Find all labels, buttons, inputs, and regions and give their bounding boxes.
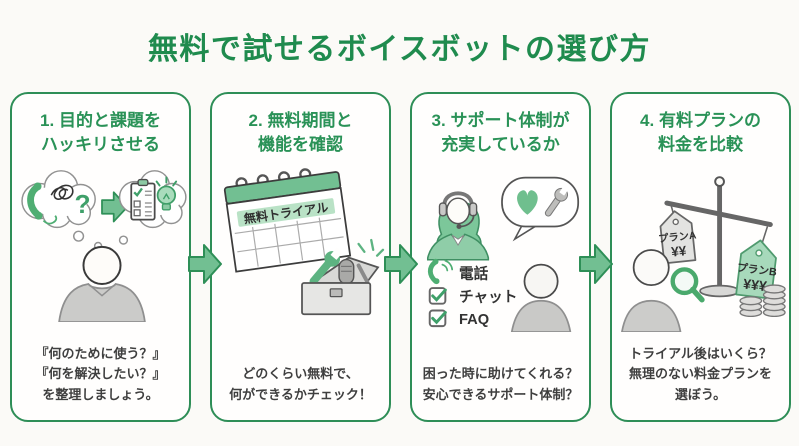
question-mark: ? [74, 189, 90, 219]
step-3-heading-line1: 3. サポート体制が [431, 111, 570, 130]
caption-line: 何ができるかチェック！ [229, 387, 372, 403]
flow-arrow-icon-3 [578, 244, 613, 284]
person-figure [621, 249, 682, 332]
step-2-heading-line1: 2. 無料期間と [248, 111, 353, 130]
clipboard-icon [130, 178, 156, 221]
step-4-heading: 4. 有料プランの 料金を比較 [612, 109, 789, 157]
lightbulb-icon [155, 176, 178, 211]
support-agent-figure [426, 191, 490, 261]
flow-arrow-icon-2 [383, 244, 418, 284]
calendar-icon: 無料トライアル [223, 168, 352, 273]
step-1-heading-line2: ハッキリさせる [41, 134, 160, 154]
thought-trail-dot [118, 235, 129, 245]
channel-label-phone: 電話 [459, 264, 489, 282]
customer-figure [510, 263, 572, 332]
support-illustration: 電話 チャット FAQ [426, 176, 580, 332]
step-panel-2: 2. 無料期間と 機能を確認 無料トライアル [210, 92, 391, 422]
thought-trail-dot [72, 230, 85, 242]
steps-row: 1. 目的と課題を ハッキリさせる [10, 92, 791, 428]
small-arrow-icon [101, 191, 129, 223]
caption-line: 困った時に助けてくれる？ [422, 366, 579, 382]
phone-icon [427, 258, 454, 285]
step-2-heading-line2: 機能を確認 [258, 134, 343, 154]
thought-bubble-solution [118, 170, 187, 229]
price-tag-a: プランA ¥¥ [658, 210, 698, 265]
balance-scale-icon [664, 176, 773, 298]
caption-line: どのくらい無料で、 [242, 366, 359, 382]
wrench-icon [309, 247, 343, 286]
speech-bubble [501, 176, 580, 242]
trial-illustration: 無料トライアル [223, 168, 385, 316]
caption-line: 『何を解決したい？』 [35, 366, 166, 382]
sparkle-icon [357, 238, 385, 257]
step-panel-3: 3. サポート体制が 充実しているか [410, 92, 591, 422]
step-4-heading-line2: 料金を比較 [658, 134, 743, 154]
caption-line: を整理しましょう。 [42, 387, 159, 403]
caption-line: 無理のない料金プランを [628, 366, 772, 382]
flow-arrow-icon-1 [188, 244, 223, 284]
page-title: 無料で試せるボイスボットの選び方 [147, 33, 652, 66]
step-3-heading: 3. サポート体制が 充実しているか [412, 109, 589, 157]
tag-a-label: プランA [658, 228, 698, 245]
checkbox-checked-icon [428, 287, 447, 305]
support-channel-list: 電話 チャット FAQ [427, 258, 517, 328]
price-compare-illustration: プランA ¥¥ プランB ¥¥¥ [621, 176, 786, 332]
checkbox-checked-icon [428, 309, 447, 328]
channel-label-faq: FAQ [459, 312, 489, 328]
step-4-heading-line1: 4. 有料プランの [640, 111, 761, 130]
caption-line: 『何のために使う？』 [35, 345, 166, 361]
step-4-caption: トライアル後はいくら？ 無理のない料金プランを 選ぼう。 [615, 344, 786, 406]
step-panel-4: 4. 有料プランの 料金を比較 [610, 92, 791, 422]
caption-line: 選ぼう。 [674, 387, 727, 403]
person-figure [58, 245, 146, 322]
thought-bubble-problem: ? [21, 170, 96, 229]
channel-label-chat: チャット [459, 289, 517, 306]
price-tag-b: プランB ¥¥¥ [735, 239, 778, 300]
step-panel-1: 1. 目的と課題を ハッキリさせる [10, 92, 191, 422]
step-1-heading: 1. 目的と課題を ハッキリさせる [12, 109, 189, 157]
tag-b-label: プランB [736, 261, 777, 279]
wrench-icon [544, 185, 570, 217]
scribble-icon [50, 184, 74, 200]
tag-a-price: ¥¥ [670, 243, 687, 260]
step-4-illustration: プランA ¥¥ プランB ¥¥¥ [614, 164, 787, 332]
step-1-heading-line1: 1. 目的と課題を [40, 111, 161, 130]
step-2-heading: 2. 無料期間と 機能を確認 [212, 109, 389, 157]
step-3-illustration: 電話 チャット FAQ [414, 164, 587, 332]
step-2-illustration: 無料トライアル [214, 164, 387, 322]
caption-line: トライアル後はいくら？ [629, 345, 772, 361]
toolbox-icon [301, 247, 380, 316]
heart-icon [517, 190, 538, 215]
step-3-caption: 困った時に助けてくれる？ 安心できるサポート体制？ [415, 364, 586, 406]
tag-b-price: ¥¥¥ [742, 276, 768, 295]
step-2-caption: どのくらい無料で、 何ができるかチェック！ [215, 364, 386, 406]
phone-icon [27, 182, 58, 225]
caption-line: 安心できるサポート体制？ [422, 387, 579, 403]
purpose-illustration: ? [21, 170, 187, 322]
coins-icon [739, 284, 786, 318]
screwdriver-icon [356, 263, 370, 284]
magnifier-icon [670, 267, 705, 303]
step-1-illustration: ? [14, 164, 187, 322]
step-3-heading-line2: 充実しているか [441, 134, 560, 154]
step-1-caption: 『何のために使う？』 『何を解決したい？』 を整理しましょう。 [15, 344, 186, 406]
